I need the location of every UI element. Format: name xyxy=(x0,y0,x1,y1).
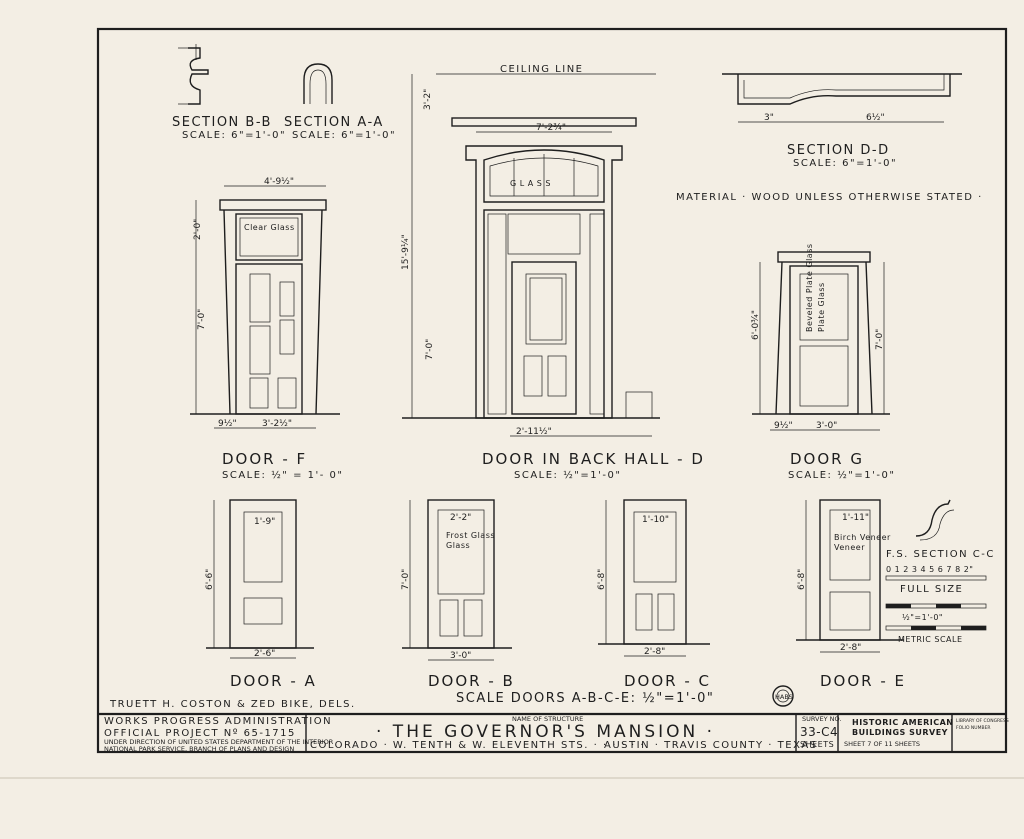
door-c-top: 1'-10" xyxy=(642,515,669,525)
door-e-top: 1'-11" xyxy=(842,513,869,523)
door-d-title: DOOR IN BACK HALL - D xyxy=(482,450,705,468)
door-b-glass: Frost Glass xyxy=(446,531,495,540)
seal-text: HABS xyxy=(775,693,793,701)
door-b-elevation: Frost Glass Glass 7'-0" 2'-2" 3'-0" DOOR… xyxy=(401,499,515,690)
svg-text:Plate Glass: Plate Glass xyxy=(817,282,826,332)
svg-text:Veneer: Veneer xyxy=(834,543,865,552)
door-d-glass: G L A S S xyxy=(510,179,551,188)
door-g-elevation: Beveled Plate Glass Plate Glass 6'-0¾" 7… xyxy=(751,243,895,481)
location-right: AUSTIN · TRAVIS COUNTY · TEXAS xyxy=(604,740,818,751)
door-f-glass: Clear Glass xyxy=(244,223,295,232)
svg-text:Glass: Glass xyxy=(446,541,470,550)
section-aa-scale: SCALE: 6"=1'-0" xyxy=(292,130,396,141)
door-b-width: 3'-0" xyxy=(450,651,471,661)
structure-name: · THE GOVERNOR'S MANSION · xyxy=(376,722,715,742)
structure-label: NAME OF STRUCTURE xyxy=(512,715,583,723)
door-b-top: 2'-2" xyxy=(450,513,471,523)
half-scale-label: ½"=1'-0" xyxy=(902,613,943,622)
door-f-inner: 3'-2½" xyxy=(262,419,292,429)
section-bb: SECTION B-B SCALE: 6"=1'-0" xyxy=(172,44,286,141)
survey-number: 33-C4 xyxy=(800,725,838,739)
door-g-glass: Beveled Plate Glass xyxy=(805,243,814,332)
door-g-scale: SCALE: ½"=1'-0" xyxy=(788,469,895,481)
metric-scale-label: METRIC SCALE xyxy=(898,635,963,644)
door-d-scale: SCALE: ½"=1'-0" xyxy=(514,469,621,481)
door-e-height: 6'-8" xyxy=(797,569,807,590)
door-f-side: 9½" xyxy=(218,419,237,429)
door-c-title: DOOR - C xyxy=(624,672,711,690)
door-g-height: 6'-0¾" xyxy=(751,310,761,340)
habs-seal: HABS xyxy=(772,685,794,707)
section-dd: 3" 6½" SECTION D-D SCALE: 6"=1'-0" xyxy=(722,73,962,169)
habs-line1: HISTORIC AMERICAN xyxy=(852,718,954,727)
material-note: MATERIAL · WOOD UNLESS OTHERWISE STATED … xyxy=(676,192,983,203)
habs-line2: BUILDINGS SURVEY xyxy=(852,728,948,737)
door-f-title: DOOR - F xyxy=(222,450,307,468)
wpa-line2: OFFICIAL PROJECT Nº 65-1715 xyxy=(104,728,296,739)
svg-text:3": 3" xyxy=(764,113,774,123)
door-a-top: 1'-9" xyxy=(254,517,275,527)
location-left: COLORADO · W. TENTH & W. ELEVENTH STS. ·… xyxy=(310,740,645,751)
door-e-title: DOOR - E xyxy=(820,672,906,690)
wpa-line4: NATIONAL PARK SERVICE, BRANCH OF PLANS A… xyxy=(104,745,294,753)
door-f-elevation: 4'-9½" Clear Glass 2'-0" 7'-0" 9½" 3'-2½… xyxy=(190,177,344,481)
title-block: WORKS PROGRESS ADMINISTRATION OFFICIAL P… xyxy=(98,712,1009,753)
door-f-height: 7'-0" xyxy=(197,309,207,330)
door-a-height: 6'-6" xyxy=(205,569,215,590)
door-e-veneer: Birch Veneer xyxy=(834,533,891,542)
door-f-width: 4'-9½" xyxy=(264,177,294,187)
sheet-of: SHEET 7 OF 11 SHEETS xyxy=(844,740,920,748)
section-cc: F.S. SECTION C-C xyxy=(886,499,995,560)
door-e-width: 2'-8" xyxy=(840,643,861,653)
wpa-line1: WORKS PROGRESS ADMINISTRATION xyxy=(104,716,332,727)
ruler-ticks: 0 1 2 3 4 5 6 7 8 2" xyxy=(886,565,973,574)
section-bb-title: SECTION B-B xyxy=(172,115,272,130)
door-a-elevation: 6'-6" 1'-9" 2'-6" DOOR - A xyxy=(205,499,317,690)
scale-bars: 0 1 2 3 4 5 6 7 8 2" FULL SIZE ½"=1'-0" … xyxy=(885,565,987,644)
door-b-title: DOOR - B xyxy=(428,672,515,690)
section-aa: SECTION A-A SCALE: 6"=1'-0" xyxy=(284,63,396,141)
door-f-scale: SCALE: ½" = 1'- 0" xyxy=(222,469,344,481)
wpa-line3: UNDER DIRECTION OF UNITED STATES DEPARTM… xyxy=(104,738,334,746)
loc-line1: LIBRARY OF CONGRESS xyxy=(956,718,1009,724)
door-b-height: 7'-0" xyxy=(401,569,411,590)
door-c-height: 6'-8" xyxy=(597,569,607,590)
section-dd-scale: SCALE: 6"=1'-0" xyxy=(793,158,897,169)
sheets-label: SHEETS xyxy=(800,740,834,749)
door-g-side: 9½" xyxy=(774,421,793,431)
door-g-title: DOOR G xyxy=(790,450,864,468)
door-a-title: DOOR - A xyxy=(230,672,317,690)
delineators: TRUETT H. COSTON & ZED BIKE, DELS. xyxy=(109,699,356,710)
door-d-total: 15'-9¼" xyxy=(401,234,411,270)
loc-line2: FOLIO NUMBER xyxy=(956,725,991,731)
section-cc-title: F.S. SECTION C-C xyxy=(886,549,995,560)
door-d-bottom: 2'-11½" xyxy=(516,427,552,437)
door-g-inner: 3'-0" xyxy=(816,421,837,431)
door-d-height: 7'-0" xyxy=(425,339,435,360)
door-g-height2: 7'-0" xyxy=(875,329,885,350)
survey-label: SURVEY NO. xyxy=(802,715,841,723)
door-f-top: 2'-0" xyxy=(193,219,203,240)
sheet-border xyxy=(96,27,1008,754)
ceiling-line: CEILING LINE xyxy=(500,64,584,75)
section-dd-title: SECTION D-D xyxy=(787,143,890,158)
door-d-width: 7'-2¾" xyxy=(536,123,566,133)
door-d-elevation: CEILING LINE 7'-2¾" G L A S S 15'-9¼" 3'… xyxy=(401,64,705,481)
door-c-width: 2'-8" xyxy=(644,647,665,657)
section-aa-title: SECTION A-A xyxy=(284,115,384,130)
door-e-elevation: Birch Veneer Veneer 6'-8" 1'-11" 2'-8" D… xyxy=(796,499,906,690)
door-a-width: 2'-6" xyxy=(254,649,275,659)
section-bb-scale: SCALE: 6"=1'-0" xyxy=(182,130,286,141)
scale-doors: SCALE DOORS A-B-C-E: ½"=1'-0" xyxy=(456,691,714,706)
door-d-top: 3'-2" xyxy=(423,89,433,110)
svg-text:6½": 6½" xyxy=(866,113,885,123)
door-c-elevation: 6'-8" 1'-10" 2'-8" DOOR - C xyxy=(597,499,711,690)
full-size-label: FULL SIZE xyxy=(900,584,963,595)
